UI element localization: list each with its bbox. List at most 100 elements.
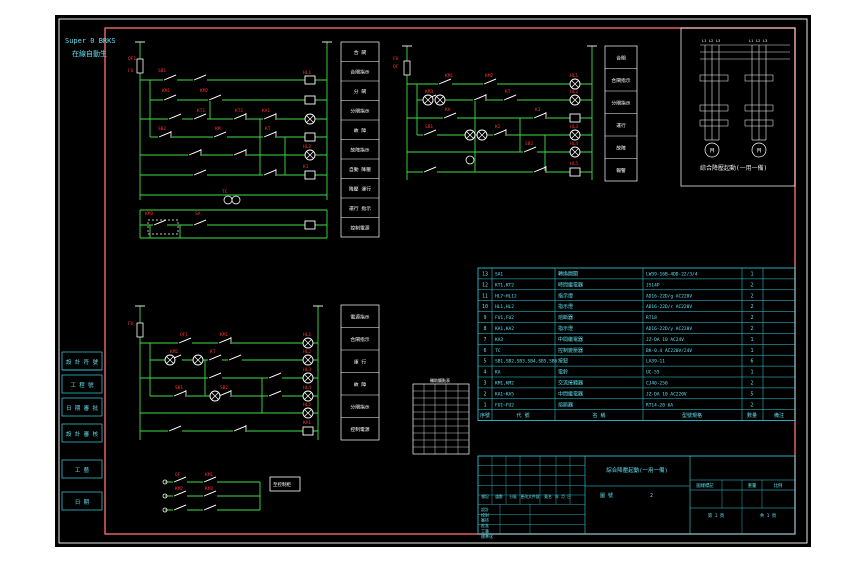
bom-cell-sym: FU1~FU2 (495, 402, 514, 408)
circuit-label: FU (393, 56, 399, 62)
circuit-label: K2 (495, 124, 501, 130)
contact-gap (233, 154, 247, 156)
contact-blade (233, 425, 247, 432)
contact-gap (218, 395, 232, 397)
contact-blade (173, 476, 187, 483)
lamp-cross (571, 96, 579, 104)
contact-gap (158, 136, 172, 138)
contact-blade (193, 113, 207, 120)
contact-blade (193, 169, 207, 176)
bom-cell-sym: SA1 (495, 272, 503, 278)
circuit-label: KM1 (205, 472, 213, 478)
circuit-label: HL4 (570, 141, 578, 147)
bom-cell-model: AD16-22D/g AC220V (646, 293, 692, 299)
phase-label: L1 (702, 39, 706, 43)
circuit-label: SB1 (175, 385, 183, 391)
contact-blade (173, 504, 187, 511)
bom-cell-sym: KA (495, 370, 501, 376)
contact-blade (173, 390, 187, 397)
switch-box (147, 219, 179, 235)
contact-gap (233, 118, 247, 120)
terminal-symbol (162, 493, 168, 499)
bom-cell-model: RT18 (646, 315, 657, 321)
right-label: 圖樣標記 (696, 482, 714, 489)
aux-note: 至控制柜 (273, 481, 291, 488)
bom-cell-no: 12 (482, 282, 488, 288)
bom-cell-model: CJ40-250 (646, 381, 668, 387)
lamp-cross (304, 356, 312, 364)
bom-cell-sym: KT1,KT2 (495, 282, 514, 288)
phase-label: L1 (749, 39, 753, 43)
circuit-label: HL2 (570, 89, 578, 95)
contact-blade (493, 129, 507, 136)
lamp-cross (166, 356, 174, 364)
circuit-label: SB2 (158, 126, 166, 132)
contact-blade (208, 94, 222, 101)
bom-cell-model: JZ-DA 10 AC24V (646, 337, 684, 343)
bom-cell-model: AD16-22D/r AC220V (646, 304, 692, 310)
aux-box (269, 476, 301, 492)
legend-item: 運行 (616, 122, 626, 129)
legend-item: 自動 降壓 (349, 166, 371, 173)
contact-gap (188, 154, 202, 156)
circuit-label: KM2 (200, 88, 208, 94)
circuit-label: KM3 (145, 211, 153, 217)
left-strip: Super 0 BRKS 在線自動生 設 計 符 號工 程 號日 期 審 批設 … (61, 37, 116, 511)
contact-gap (173, 509, 187, 511)
lamp-cross (571, 80, 579, 88)
contact-blade (188, 149, 202, 156)
contact-blade (208, 354, 222, 361)
title-block-row-label: 批准 (481, 522, 489, 528)
contact-blade (173, 490, 187, 497)
lamp-cross (306, 151, 314, 159)
bom-cell-name: 指示燈 (558, 325, 573, 332)
motor-contactor (699, 119, 729, 127)
contact-blade (203, 490, 217, 497)
contact-gap (263, 118, 277, 120)
left-strip-box-label: 日 期 審 批 (66, 404, 98, 412)
contact-blade (218, 390, 232, 397)
circuit-label: SB1 (158, 68, 166, 74)
circuit-label: FU (128, 68, 134, 74)
bom-cell-no: 11 (482, 293, 488, 299)
contact-blade (163, 94, 177, 101)
contact-gap (173, 481, 187, 483)
phase-label: L2 (756, 39, 760, 43)
left-strip-box-label: 工 藝 (75, 466, 90, 474)
coil-symbol (304, 220, 316, 230)
contact-blade (158, 131, 172, 138)
bom-cell-sym: KA1,KA2 (495, 326, 514, 332)
legend-item: 降壓 運行 (349, 185, 371, 192)
contact-blade (523, 146, 537, 153)
title-block-col-label: 年 月 日 (555, 494, 571, 499)
lamp-cross (211, 392, 219, 400)
phase-label: L3 (763, 39, 767, 43)
legend-item: 分 閘 (354, 88, 367, 95)
contact-gap (173, 395, 187, 397)
bom-cell-qty: 1 (750, 337, 753, 343)
terminal-symbol (162, 507, 168, 513)
bom-cell-sym: SB1,SB2,SB3,SB4,SB5,SB6 (495, 359, 558, 365)
coil-symbol (304, 95, 316, 105)
lamp-cross (304, 339, 312, 347)
bom-cell-qty: 2 (750, 326, 753, 332)
bom-header-sym: 代 號 (516, 412, 529, 419)
bom-cell-sym: KA1~KA5 (495, 391, 514, 397)
legend-item: 合閘 (616, 54, 626, 61)
contact-blade (263, 169, 277, 176)
bom-cell-qty: 1 (750, 370, 753, 376)
circuit-label: QF (393, 64, 399, 70)
title-block-col-label: 簽名 (544, 494, 552, 499)
contact-gap (208, 99, 222, 101)
contact-gap (228, 359, 242, 361)
bom-cell-name: 指示燈 (558, 292, 573, 299)
bom-cell-name: 轉換開關 (558, 271, 578, 278)
right-label: 共 1 頁 (760, 512, 777, 519)
bom-cell-sym: HL7~HL12 (495, 293, 517, 299)
bom-cell-qty: 1 (750, 272, 753, 278)
bom-cell-no: 3 (483, 381, 486, 387)
circuit-label: HL5 (303, 402, 311, 408)
bom-cell-sym: FU1,FU2 (495, 315, 514, 321)
